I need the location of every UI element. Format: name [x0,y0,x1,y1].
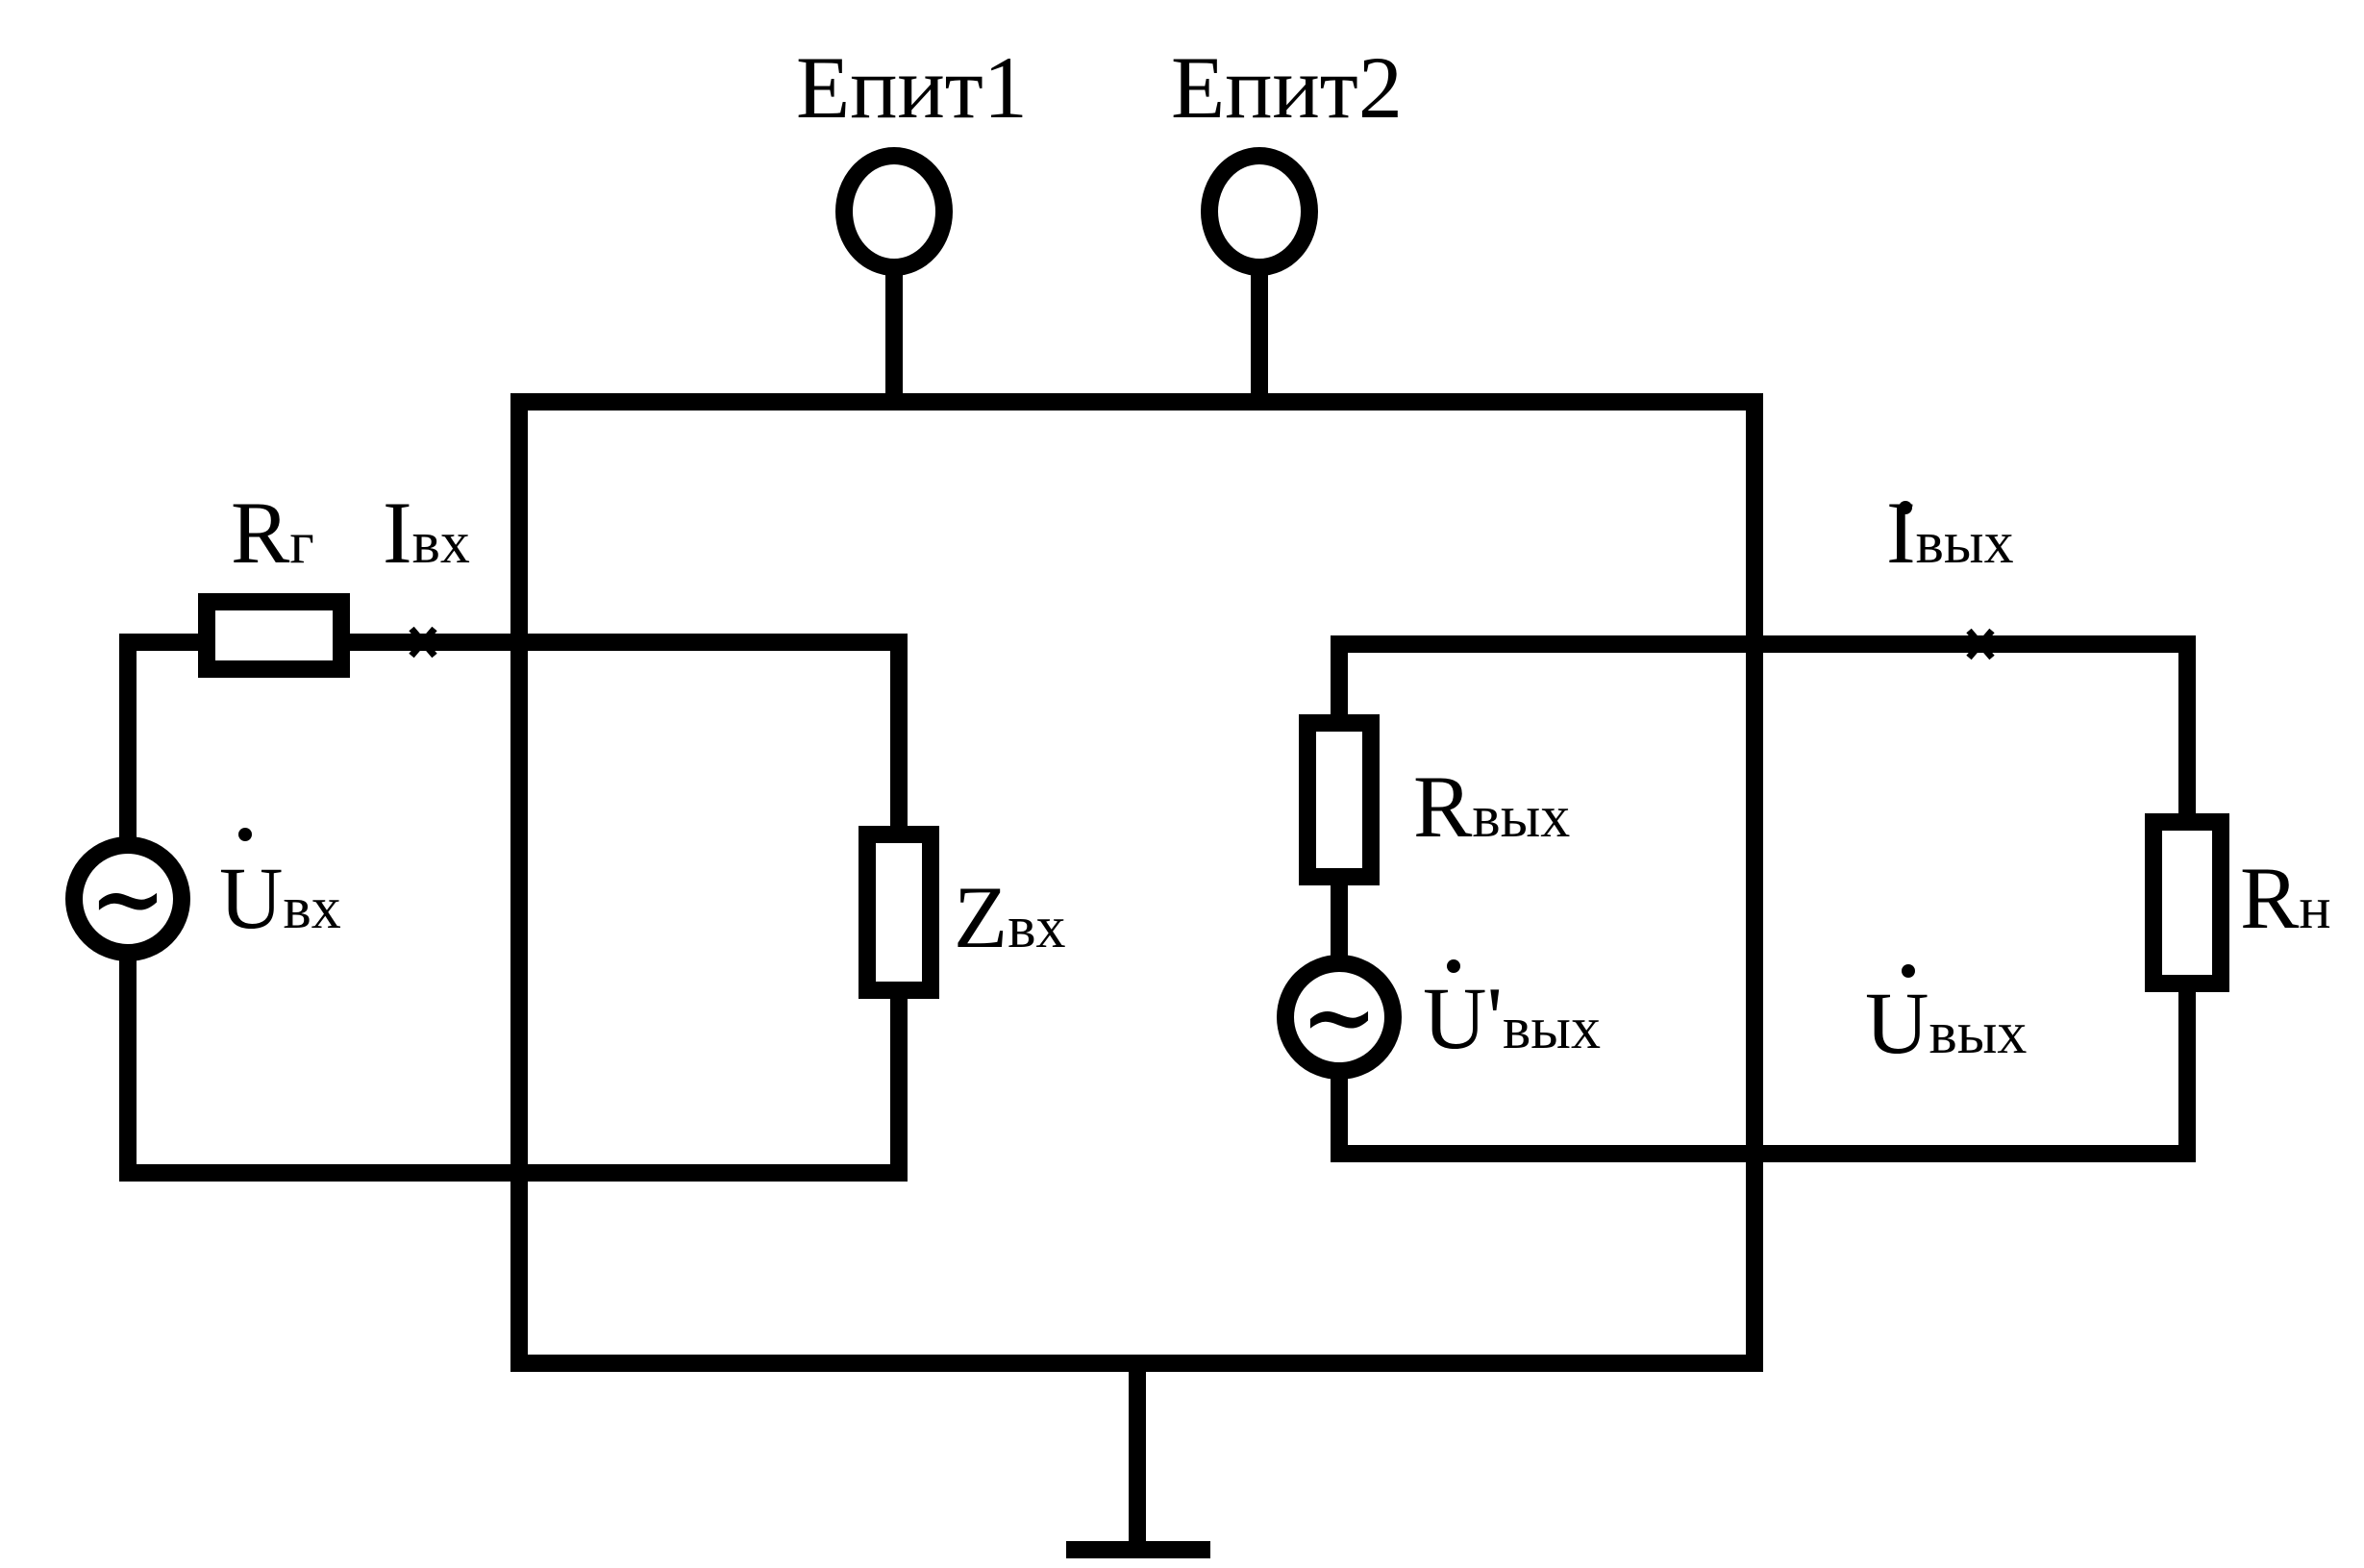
output-current-label: Iвых [1886,484,2014,582]
amplifier-block [510,393,1763,1372]
output-voltage-dot [1902,964,1915,978]
input-impedance-label: Zвх [954,868,1065,966]
output-resistor-label: Rвых [1413,758,1570,856]
input-wire-lower [119,953,908,1182]
input-current-label: Iвх [383,484,470,582]
supply-2-label: Eпит2 [1171,38,1403,137]
output-source-voltage-label: U'вых [1423,969,1601,1067]
generator-resistor [198,593,350,678]
output-resistor [1299,714,1380,885]
output-source [1277,955,1402,1080]
generator-resistor-label: Rг [231,484,314,582]
input-wire-left [119,634,215,843]
output-current-marker [1966,628,1995,660]
input-voltage-label: Uвх [219,849,341,947]
load-resistor [2145,813,2229,992]
output-source-voltage-dot [1447,959,1460,973]
load-resistor-label: Rн [2240,849,2331,947]
output-current-dot [1899,501,1912,514]
output-voltage-label: Uвых [1865,974,2027,1072]
input-current-marker [409,626,437,659]
output-wire-bottom [1331,975,2196,1162]
supply-2-terminal [1201,147,1318,276]
input-source-symbol: ~ [89,844,166,953]
input-impedance [859,826,939,999]
input-source [65,836,190,961]
supply-1-label: Eпит1 [796,38,1028,137]
input-voltage-dot [238,828,252,841]
output-source-symbol: ~ [1301,962,1378,1071]
supply-1-terminal [835,147,953,276]
